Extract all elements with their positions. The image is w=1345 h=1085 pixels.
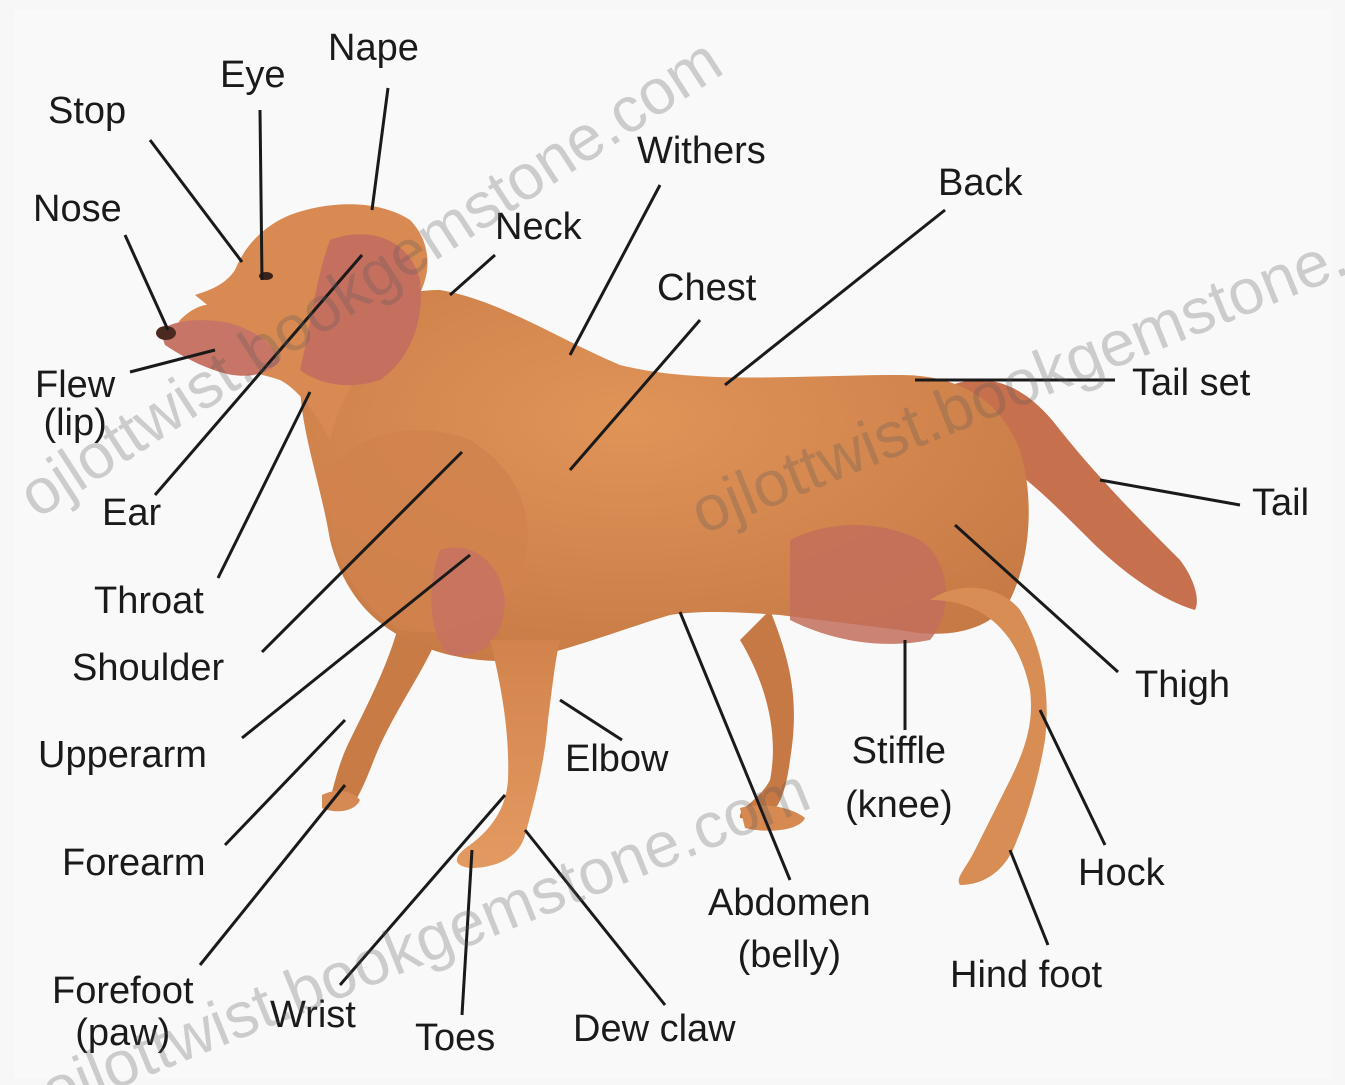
label-forearm: Forearm — [62, 840, 206, 886]
label-stiffle-line1: Stiffle — [845, 728, 953, 774]
line-nape — [372, 88, 388, 210]
label-chest: Chest — [657, 265, 756, 311]
line-eye — [260, 110, 262, 280]
label-abdomen-line2: (belly) — [708, 932, 871, 978]
label-flew-line2: (lip) — [35, 400, 115, 446]
line-elbow — [560, 700, 622, 740]
line-toes — [462, 850, 472, 1015]
label-back: Back — [938, 160, 1022, 206]
line-flew — [130, 350, 215, 372]
line-dewclaw — [525, 830, 665, 1005]
label-ear: Ear — [102, 490, 161, 536]
label-forefoot-line2: (paw) — [52, 1010, 194, 1056]
label-forefoot-line1: Forefoot — [52, 968, 194, 1014]
label-tail-set: Tail set — [1132, 360, 1250, 406]
label-thigh: Thigh — [1135, 662, 1230, 708]
line-hock — [1040, 710, 1105, 845]
label-upperarm: Upperarm — [38, 732, 207, 778]
label-toes: Toes — [415, 1015, 495, 1061]
line-stop — [150, 140, 242, 262]
line-hindfoot — [1010, 850, 1048, 945]
line-thigh — [955, 525, 1118, 672]
line-nose — [125, 235, 168, 330]
label-nose: Nose — [33, 186, 122, 232]
label-abdomen: Abdomen (belly) — [708, 880, 871, 978]
label-hock: Hock — [1078, 850, 1165, 896]
label-wrist: Wrist — [270, 992, 356, 1038]
line-throat — [218, 392, 310, 578]
label-withers: Withers — [637, 128, 766, 174]
line-shoulder — [262, 452, 462, 652]
label-stiffle: Stiffle (knee) — [845, 728, 953, 828]
line-upperarm — [242, 555, 470, 738]
label-eye: Eye — [220, 52, 285, 98]
line-chest — [570, 320, 700, 470]
label-hind-foot: Hind foot — [950, 952, 1102, 998]
line-wrist — [340, 795, 505, 985]
line-ear — [155, 255, 362, 495]
label-shoulder: Shoulder — [72, 645, 224, 691]
label-dew-claw: Dew claw — [573, 1006, 736, 1052]
line-forefoot — [200, 785, 345, 965]
line-abdomen — [680, 612, 790, 880]
line-neck — [450, 255, 495, 295]
label-elbow: Elbow — [565, 736, 669, 782]
label-forefoot: Forefoot (paw) — [52, 968, 194, 1056]
label-nape: Nape — [328, 25, 419, 71]
line-withers — [570, 185, 660, 355]
line-back — [725, 210, 945, 385]
label-stop: Stop — [48, 88, 126, 134]
label-tail: Tail — [1252, 480, 1309, 526]
label-throat: Throat — [94, 578, 204, 624]
label-flew: Flew (lip) — [35, 362, 115, 446]
label-stiffle-line2: (knee) — [845, 782, 953, 828]
label-abdomen-line1: Abdomen — [708, 880, 871, 926]
line-tail — [1100, 480, 1240, 505]
label-neck: Neck — [495, 204, 582, 250]
